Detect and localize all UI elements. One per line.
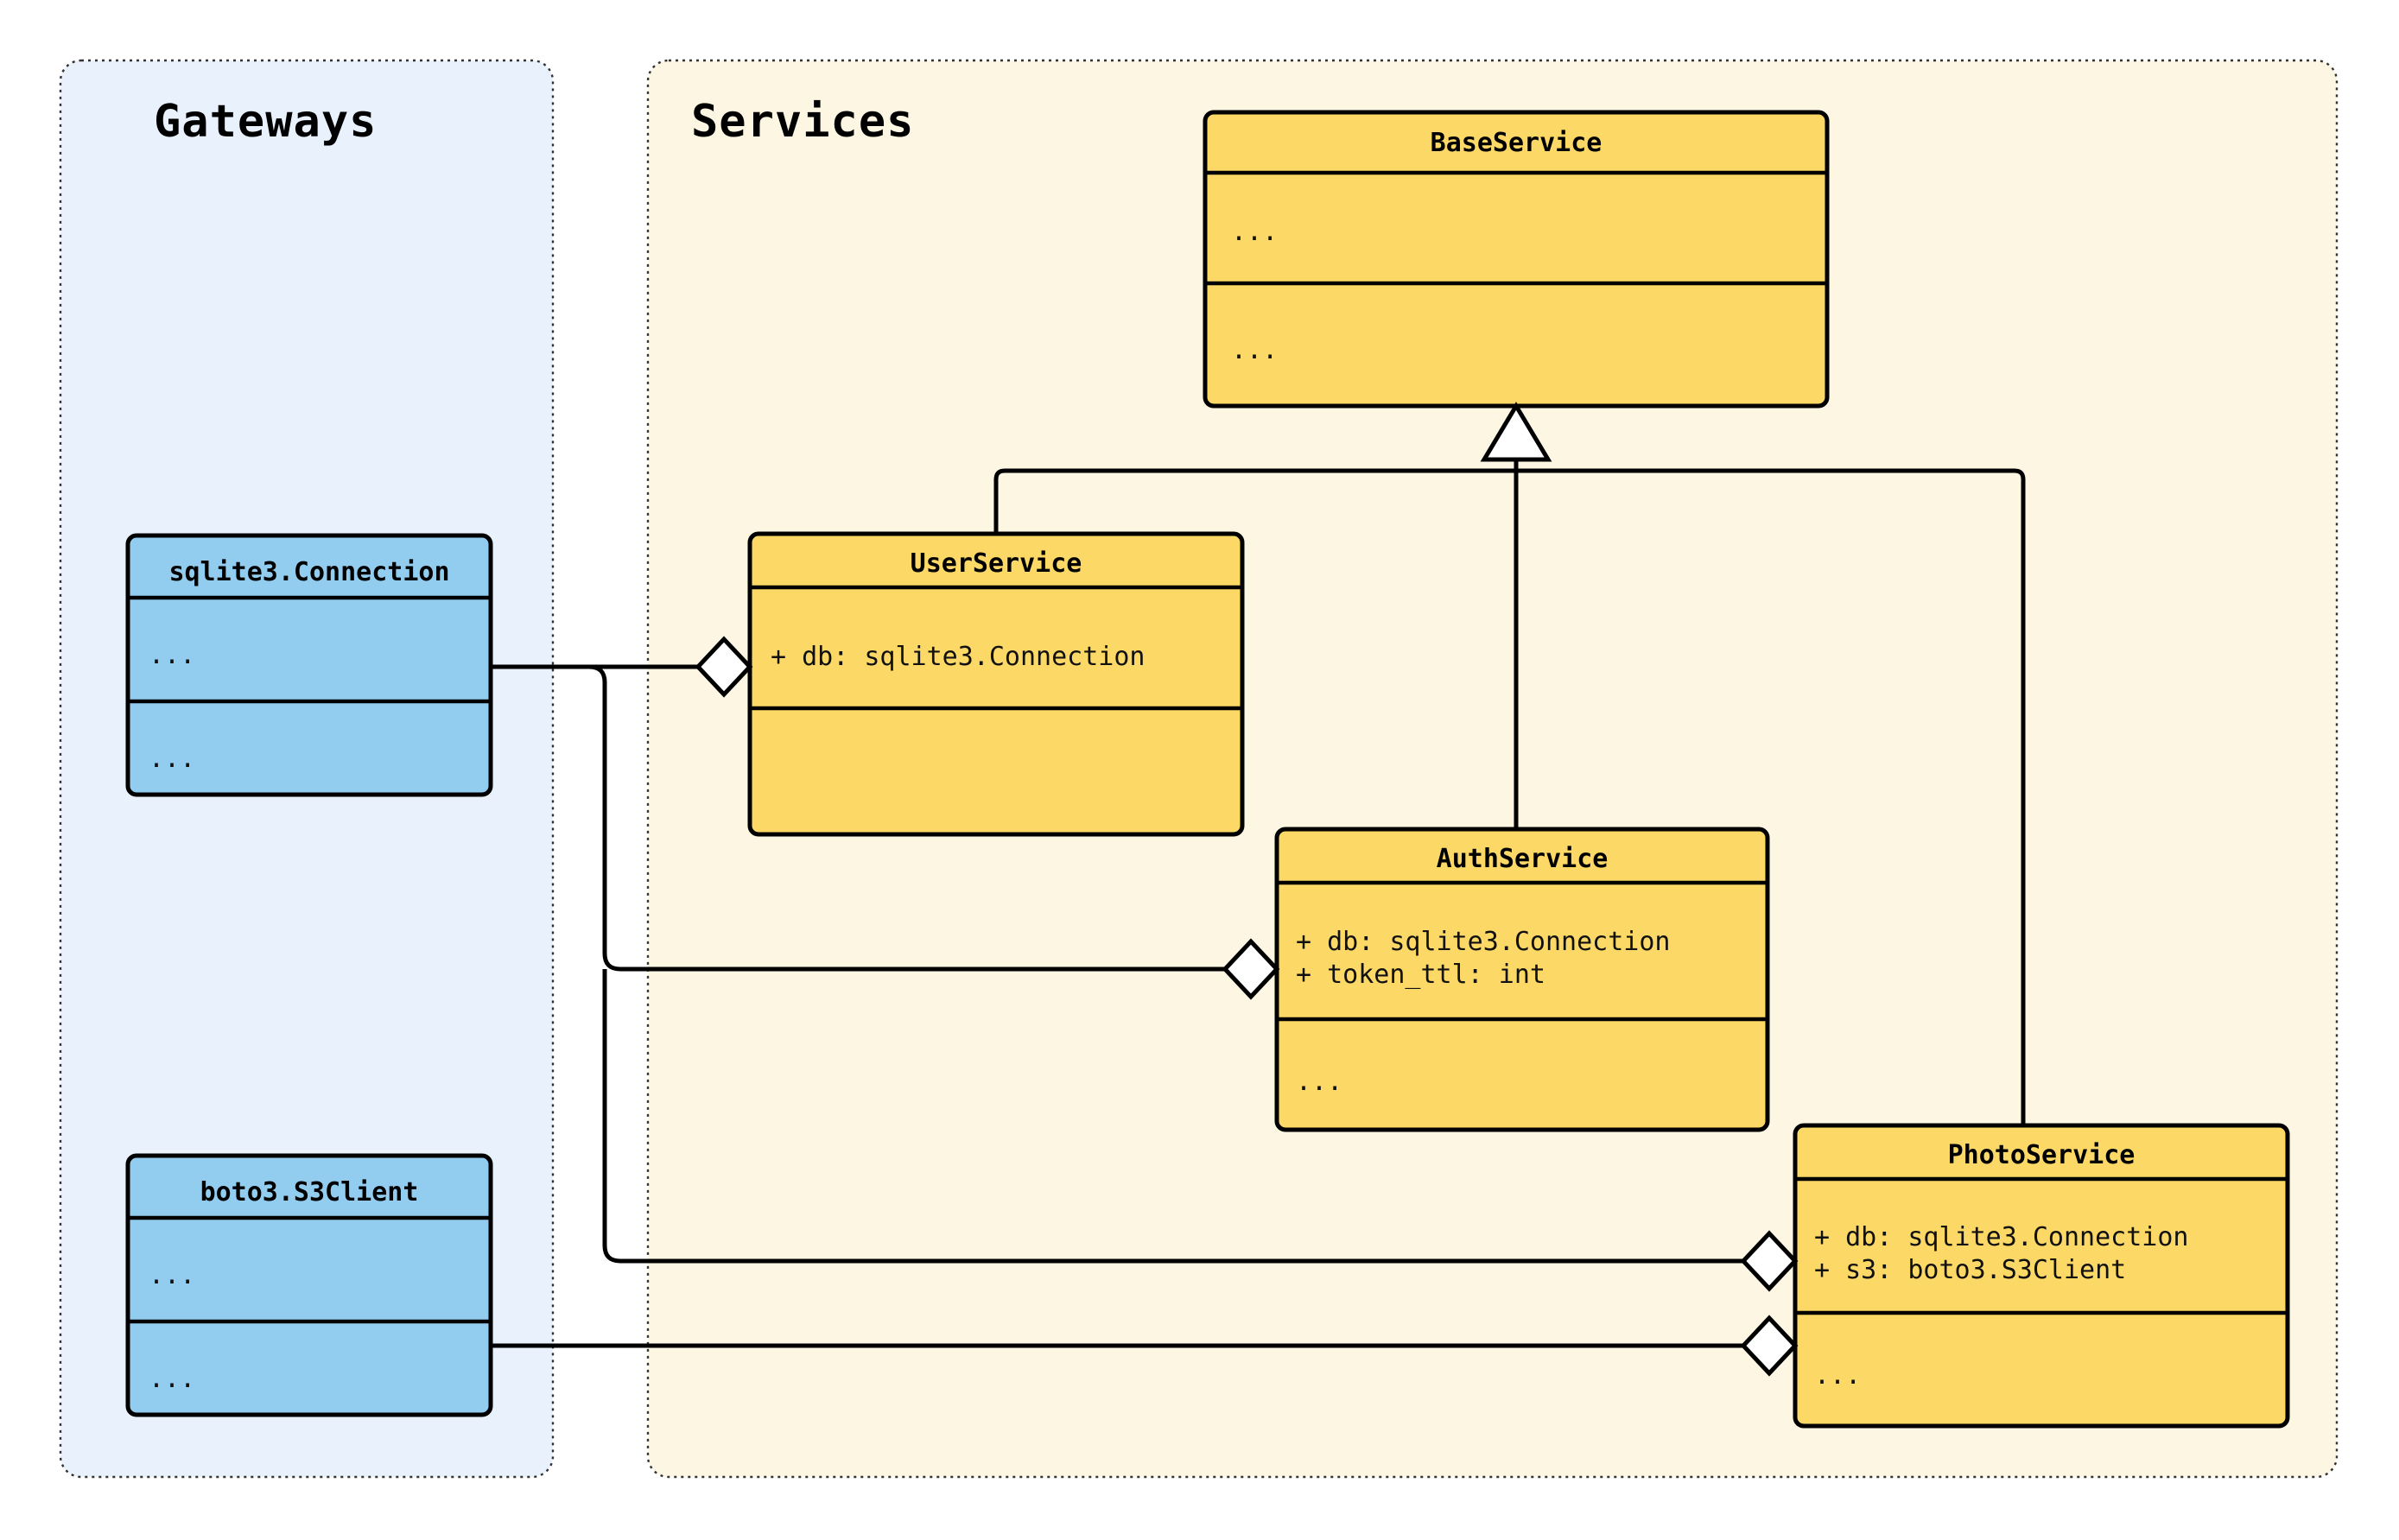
- class-auth-service-attribute-1: + token_ttl: int: [1296, 960, 1545, 990]
- class-boto3-s3client[interactable]: boto3.S3Client ... ...: [125, 1153, 493, 1417]
- class-base-service[interactable]: BaseService ... ...: [1203, 110, 1830, 409]
- class-boto3-s3client-box: [125, 1153, 493, 1417]
- package-services: Services: [646, 59, 2339, 1479]
- class-auth-service-method: ...: [1296, 1067, 1342, 1097]
- class-base-service-title: BaseService: [1431, 128, 1603, 158]
- class-user-service-box: [747, 531, 1245, 837]
- class-sqlite3-connection-box: [125, 533, 493, 797]
- inheritance-edge-photo: [1516, 468, 2026, 1125]
- class-user-service-title: UserService: [911, 548, 1082, 579]
- relation-aggregation-group: [491, 664, 1769, 1348]
- package-services-title: Services: [691, 96, 914, 148]
- class-photo-service[interactable]: PhotoService + db: sqlite3.Connection + …: [1793, 1123, 2290, 1429]
- aggregation-diamond-auth-db-icon: [1222, 938, 1280, 1000]
- aggregation-diamond-user-db-icon: [695, 636, 753, 698]
- aggregation-diamond-photo-s3-icon: [1740, 1315, 1799, 1377]
- class-photo-service-title: PhotoService: [1948, 1140, 2136, 1170]
- inheritance-triangle-icon: [1480, 402, 1552, 462]
- class-user-service-attribute: + db: sqlite3.Connection: [771, 642, 1145, 672]
- package-services-rect: [646, 59, 2339, 1479]
- class-photo-service-attribute-0: + db: sqlite3.Connection: [1814, 1222, 2188, 1252]
- inheritance-edge-user: [993, 468, 1516, 534]
- class-sqlite3-connection[interactable]: sqlite3.Connection ... ...: [125, 533, 493, 797]
- class-photo-service-box: [1793, 1123, 2290, 1429]
- class-auth-service-title: AuthService: [1437, 844, 1609, 874]
- aggregation-diamond-photo-db-icon: [1740, 1230, 1799, 1292]
- class-boto3-s3client-attribute: ...: [149, 1260, 195, 1290]
- aggregation-bus-db: [491, 664, 1769, 1264]
- class-sqlite3-connection-method: ...: [149, 744, 195, 774]
- class-base-service-attribute: ...: [1231, 217, 1278, 247]
- class-user-service[interactable]: UserService + db: sqlite3.Connection: [747, 531, 1245, 837]
- class-photo-service-attribute-1: + s3: boto3.S3Client: [1814, 1255, 2126, 1285]
- class-base-service-method: ...: [1231, 335, 1278, 365]
- class-sqlite3-connection-title: sqlite3.Connection: [168, 557, 449, 587]
- class-sqlite3-connection-attribute: ...: [149, 640, 195, 670]
- class-boto3-s3client-method: ...: [149, 1364, 195, 1394]
- class-boto3-s3client-title: boto3.S3Client: [200, 1177, 419, 1207]
- class-auth-service-attribute-0: + db: sqlite3.Connection: [1296, 927, 1670, 957]
- class-photo-service-method: ...: [1814, 1360, 1861, 1391]
- class-auth-service[interactable]: AuthService + db: sqlite3.Connection + t…: [1274, 827, 1770, 1132]
- class-auth-service-box: [1274, 827, 1770, 1132]
- package-gateways-title: Gateways: [154, 96, 377, 148]
